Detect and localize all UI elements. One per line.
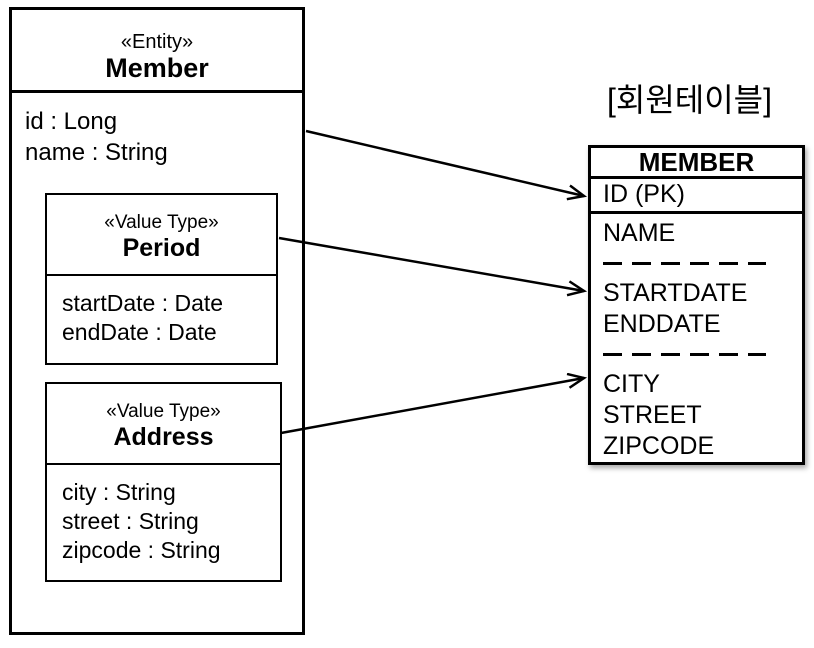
db-row-street: STREET [603,401,702,429]
address-class-name: Address [113,423,214,451]
db-row-zipcode: ZIPCODE [603,432,715,460]
period-header: «Value Type» Period [47,195,276,276]
address-attributes: city : String street : String zipcode : … [47,465,280,565]
member-stereotype: «Entity» [120,31,194,53]
dashed-separator [603,262,766,265]
member-entity-header: «Entity» Member [12,10,302,93]
db-row-enddate: ENDDATE [603,310,721,338]
address-attribute-street: street : String [62,508,199,534]
dashed-separator [603,353,766,356]
period-attribute-enddate: endDate : Date [62,319,217,345]
arrow-address-to-city [280,378,584,435]
period-attributes: startDate : Date endDate : Date [47,276,276,347]
db-row-startdate: STARTDATE [603,279,748,307]
period-stereotype: «Value Type» [104,212,219,233]
db-row-city: CITY [603,370,660,398]
arrow-period-to-dates [278,236,584,291]
db-table-body: NAME STARTDATE ENDDATE CITY STREET ZIPCO… [591,214,802,462]
address-stereotype: «Value Type» [106,401,221,422]
member-attribute-id: id : Long [25,108,118,135]
address-valuetype-box: «Value Type» Address city : String stree… [45,382,282,582]
address-header: «Value Type» Address [47,384,280,465]
address-attribute-city: city : String [62,479,176,505]
period-valuetype-box: «Value Type» Period startDate : Date end… [45,193,278,365]
db-row-name: NAME [603,219,676,247]
member-attributes: id : Long name : String [12,93,302,168]
period-class-name: Period [122,234,201,262]
member-class-name: Member [105,53,209,83]
arrow-member-to-id [305,129,584,196]
db-table: MEMBER ID (PK) NAME STARTDATE ENDDATE CI… [588,145,805,465]
address-attribute-zipcode: zipcode : String [62,537,221,563]
db-table-name: MEMBER [591,148,802,179]
member-attribute-name: name : String [25,139,168,166]
period-attribute-startdate: startDate : Date [62,290,224,316]
db-row-id-pk: ID (PK) [591,179,802,214]
db-table-title: [회원테이블] [607,82,772,118]
